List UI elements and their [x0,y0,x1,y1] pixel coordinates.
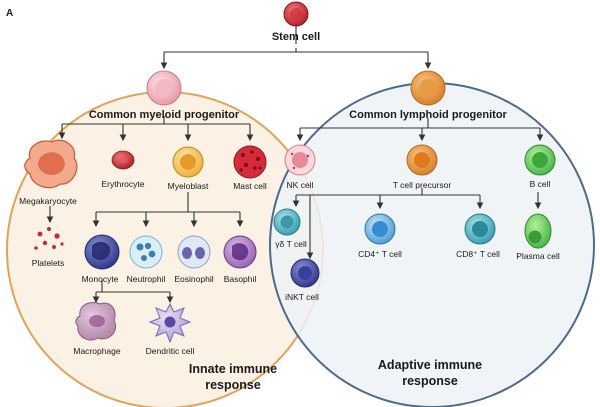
dendritic-cell-label: Dendritic cell [146,346,195,356]
myeloblast-node: Myeloblast [168,146,209,191]
plasma-cell-label: Plasma cell [516,251,560,261]
mast-cell-node: Mast cell [233,145,267,191]
eosinophil-node: Eosinophil [174,235,214,284]
mast-cell-label: Mast cell [233,181,267,191]
myeloid-progenitor-label: Common myeloid progenitor [89,109,240,121]
cd8-t-cell-label: CD8⁺ T cell [456,249,500,259]
myeloblast-label: Myeloblast [168,181,209,191]
b-cell-label: B cell [530,179,551,189]
megakaryocyte-label: Megakaryocyte [19,196,77,206]
stem-cell-node: Stem cell [272,1,320,43]
megakaryocyte-node: Megakaryocyte [19,139,78,206]
t-cell-precursor-label: T cell precursor [393,180,452,190]
innate-region-label-line1: Innate immune [189,362,277,376]
adaptive-region-label-line2: response [402,374,458,388]
macrophage-label: Macrophage [73,346,121,356]
adaptive-region-label-line1: Adaptive immune [378,358,482,372]
gd-t-cell-label: γδ T cell [275,239,307,249]
connectors [46,26,544,304]
monocyte-node: Monocyte [82,234,120,284]
platelets-label: Platelets [32,258,65,268]
erythrocyte-label: Erythrocyte [102,179,145,189]
plasma-cell-icon [524,213,552,249]
lymphoid-progenitor-node: Common lymphoid progenitor [349,70,508,121]
innate-region-label-line2: response [205,378,261,392]
eosinophil-label: Eosinophil [174,274,213,284]
plasma-cell-node: Plasma cell [516,213,560,261]
cd4-t-cell-node: CD4⁺ T cell [358,213,402,259]
macrophage-node: Macrophage [73,302,121,356]
cd8-t-cell-node: CD8⁺ T cell [456,213,500,259]
erythrocyte-node: Erythrocyte [102,150,145,189]
neutrophil-icon [129,235,163,269]
t-cell-precursor-node: T cell precursor [393,144,452,190]
mast-cell-icon [233,145,267,179]
monocyte-label: Monocyte [82,274,119,284]
eosinophil-icon [177,235,211,269]
basophil-label: Basophil [224,274,257,284]
myeloid-progenitor-node: Common myeloid progenitor [89,70,240,121]
inkt-cell-label: iNKT cell [285,292,319,302]
lymphoid-progenitor-label: Common lymphoid progenitor [349,109,507,121]
platelets-icon [34,227,64,250]
gd-t-cell-node: γδ T cell [273,208,307,249]
stem-cell-label: Stem cell [272,31,320,43]
platelets-node: Platelets [32,227,65,268]
panel-letter: A [6,8,13,19]
dendritic-cell-node: Dendritic cell [146,302,195,356]
nk-cell-label: NK cell [287,180,314,190]
neutrophil-label: Neutrophil [127,274,166,284]
neutrophil-node: Neutrophil [127,235,166,284]
nk-cell-node: NK cell [284,144,316,190]
basophil-node: Basophil [223,235,257,284]
b-cell-node: B cell [524,144,556,189]
inkt-cell-node: iNKT cell [285,258,320,302]
cd4-t-cell-label: CD4⁺ T cell [358,249,402,259]
